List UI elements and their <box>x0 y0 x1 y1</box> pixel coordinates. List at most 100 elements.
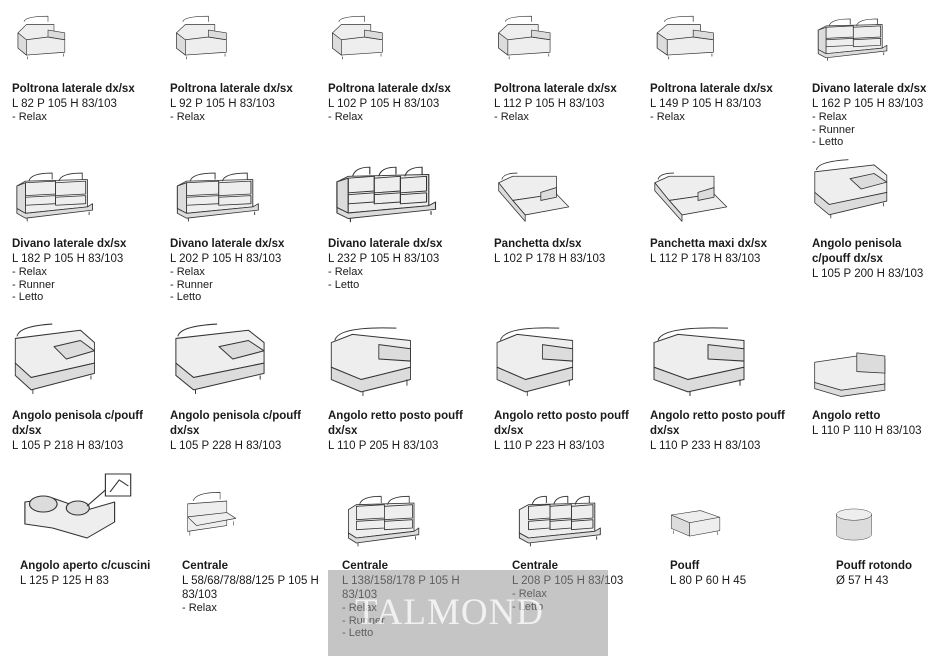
product-name: Poltrona laterale dx/sx <box>12 83 135 95</box>
sofa-2-seat-icon <box>170 165 262 223</box>
armchair-side-icon <box>170 12 234 62</box>
product-name: Angolo penisola c/pouff dx/sx <box>12 410 143 437</box>
product-name: Angolo retto posto pouff dx/sx <box>328 410 463 437</box>
product-entry: Divano laterale dx/sx L 162 P 105 H 83/10… <box>812 82 937 149</box>
product-entry: Angolo retto posto pouff dx/sx L 110 P 23… <box>650 409 800 453</box>
product-entry: Poltrona laterale dx/sx L 82 P 105 H 83/1… <box>12 82 162 124</box>
watermark-text: TALMOND <box>355 592 545 633</box>
product-name: Centrale <box>512 560 559 572</box>
armchair-side-icon <box>492 12 558 62</box>
product-options: RelaxRunnerLetto <box>12 266 162 304</box>
product-dimensions: Ø 57 H 43 <box>836 575 889 587</box>
product-options: Relax <box>650 111 800 124</box>
product-name: Angolo retto posto pouff dx/sx <box>494 410 629 437</box>
option-item: Relax <box>494 111 644 124</box>
product-name: Poltrona laterale dx/sx <box>328 83 451 95</box>
option-item: Runner <box>812 124 937 137</box>
option-item: Relax <box>812 111 937 124</box>
product-entry: Divano laterale dx/sx L 182 P 105 H 83/10… <box>12 237 162 304</box>
product-dimensions: L 112 P 105 H 83/103 <box>494 98 605 110</box>
product-options: Relax <box>182 602 332 615</box>
option-item: Relax <box>182 602 332 615</box>
product-name: Poltrona laterale dx/sx <box>170 83 293 95</box>
product-dimensions: L 80 P 60 H 45 <box>670 575 747 587</box>
armchair-side-icon <box>650 12 722 62</box>
product-options: Relax <box>328 111 478 124</box>
watermark-overlay <box>328 570 608 656</box>
product-dimensions: L 102 P 105 H 83/103 <box>328 98 440 110</box>
product-dimensions: L 162 P 105 H 83/103 <box>812 98 924 110</box>
product-name: Centrale <box>182 560 229 572</box>
corner-chaise-pouff-icon <box>326 322 414 396</box>
product-dimensions: L 125 P 125 H 83 <box>20 575 109 587</box>
central-2-seat-icon <box>342 488 422 548</box>
product-name: Angolo retto posto pouff dx/sx <box>650 410 785 437</box>
option-item: Letto <box>812 136 937 149</box>
product-dimensions: L 112 P 178 H 83/103 <box>650 253 761 265</box>
product-entry: Divano laterale dx/sx L 232 P 105 H 83/10… <box>328 237 478 291</box>
product-name: Divano laterale dx/sx <box>12 238 127 250</box>
product-entry: Panchetta dx/sx L 102 P 178 H 83/103 <box>494 237 644 266</box>
product-dimensions: L 82 P 105 H 83/103 <box>12 98 117 110</box>
central-3-seat-icon <box>512 488 604 548</box>
sofa-2-seat-icon <box>812 12 890 62</box>
product-name: Divano laterale dx/sx <box>328 238 443 250</box>
chaise-bench-icon <box>494 165 572 223</box>
pouff-icon <box>668 505 722 545</box>
product-dimensions: L 202 P 105 H 83/103 <box>170 253 282 265</box>
chaise-corner-icon <box>10 322 98 396</box>
product-options: RelaxLetto <box>328 266 478 291</box>
sofa-3-seat-icon <box>328 158 440 224</box>
central-single-icon <box>182 488 238 540</box>
product-entry: Poltrona laterale dx/sx L 92 P 105 H 83/1… <box>170 82 320 124</box>
product-entry: Poltrona laterale dx/sx L 112 P 105 H 83/… <box>494 82 644 124</box>
option-item: Relax <box>650 111 800 124</box>
product-dimensions: L 105 P 228 H 83/103 <box>170 440 282 452</box>
product-name: Poltrona laterale dx/sx <box>494 83 617 95</box>
product-dimensions: L 110 P 205 H 83/103 <box>328 440 439 452</box>
product-dimensions: L 102 P 178 H 83/103 <box>494 253 606 265</box>
product-options: RelaxRunnerLetto <box>170 266 320 304</box>
option-item: Relax <box>328 266 478 279</box>
product-entry: Angolo aperto c/cuscini L 125 P 125 H 83 <box>20 559 170 588</box>
chaise-bench-maxi-icon <box>650 165 730 223</box>
product-name: Centrale <box>342 560 389 572</box>
armchair-side-icon <box>326 12 390 62</box>
corner-chaise-pouff-icon <box>492 322 576 396</box>
option-item: Relax <box>12 111 162 124</box>
product-dimensions: L 110 P 223 H 83/103 <box>494 440 605 452</box>
corner-square-icon <box>810 342 888 398</box>
option-item: Relax <box>170 111 320 124</box>
product-entry: Angolo retto L 110 P 110 H 83/103 <box>812 409 937 438</box>
product-dimensions: L 58/68/78/88/125 P 105 H 83/103 <box>182 575 319 601</box>
product-name: Panchetta maxi dx/sx <box>650 238 767 250</box>
product-dimensions: L 182 P 105 H 83/103 <box>12 253 124 265</box>
product-options: Relax <box>494 111 644 124</box>
option-item: Runner <box>170 279 320 292</box>
product-name: Angolo aperto c/cuscini <box>20 560 151 572</box>
product-dimensions: L 110 P 110 H 83/103 <box>812 425 922 437</box>
product-dimensions: L 232 P 105 H 83/103 <box>328 253 440 265</box>
product-name: Angolo penisola c/pouff dx/sx <box>812 238 902 265</box>
product-name: Panchetta dx/sx <box>494 238 582 250</box>
round-pouff-icon <box>834 508 874 542</box>
option-item: Letto <box>170 291 320 304</box>
product-dimensions: L 110 P 233 H 83/103 <box>650 440 761 452</box>
armchair-side-icon <box>12 12 72 62</box>
chaise-corner-icon <box>810 158 890 220</box>
product-entry: Angolo retto posto pouff dx/sx L 110 P 22… <box>494 409 644 453</box>
sofa-2-seat-icon <box>10 165 96 223</box>
product-name: Divano laterale dx/sx <box>812 83 927 95</box>
product-dimensions: L 92 P 105 H 83/103 <box>170 98 275 110</box>
open-corner-cushions-icon <box>18 472 133 544</box>
option-item: Letto <box>328 279 478 292</box>
option-item: Relax <box>328 111 478 124</box>
product-name: Angolo retto <box>812 410 881 422</box>
